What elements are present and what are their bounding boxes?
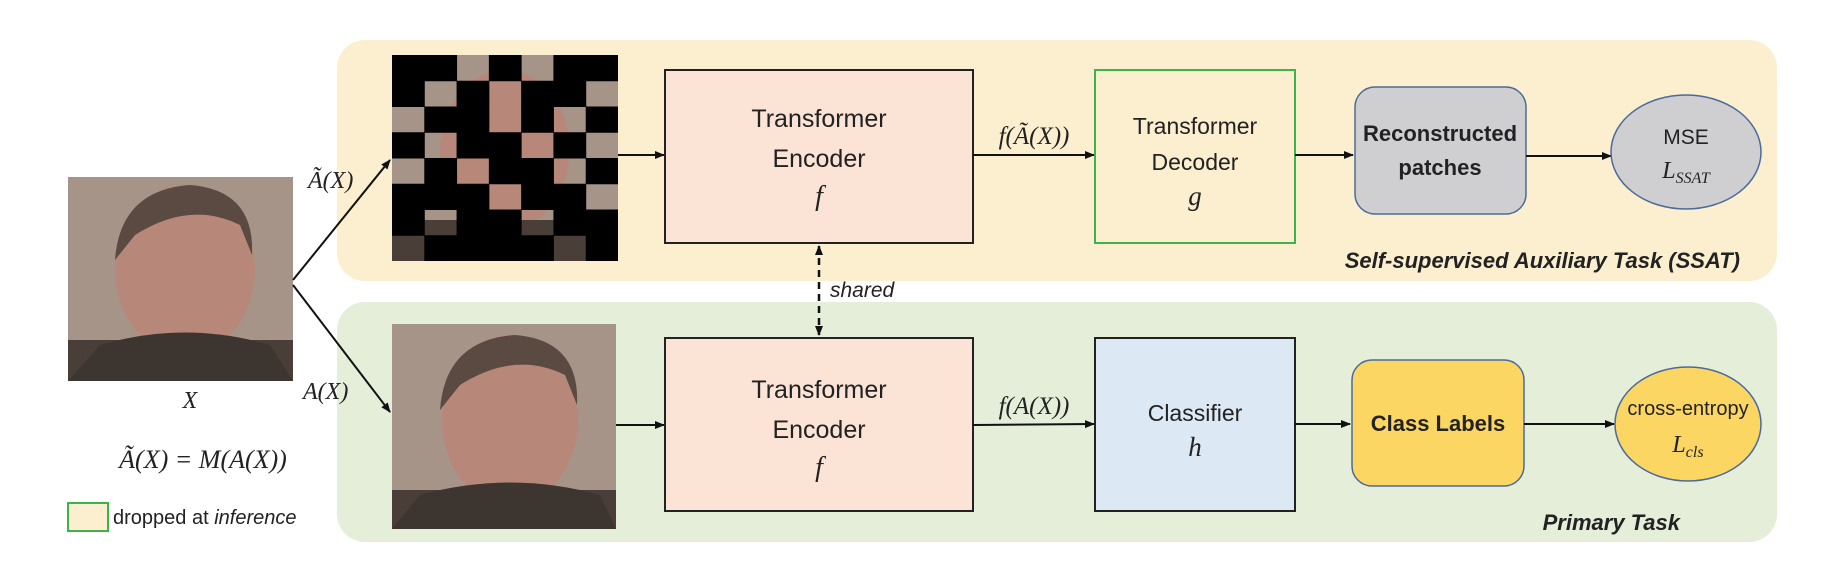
mask-patch (424, 183, 458, 210)
patches-line1: Reconstructed (1363, 121, 1517, 146)
mask-patch (521, 80, 554, 107)
mask-patch (585, 235, 618, 261)
mse-loss (1610, 94, 1762, 210)
arrow-encoder-to-classifier (972, 420, 1095, 429)
mask-patch (488, 55, 522, 82)
legend-swatch (67, 502, 109, 532)
ssat-encoder-symbol: f (815, 181, 826, 212)
mask-patch (585, 209, 618, 236)
primary-encoder (664, 337, 974, 512)
equation: Ã(X) = M(A(X)) (117, 445, 287, 474)
mse-name: MSE (1663, 126, 1709, 149)
primary-encoder-output: f(A(X)) (999, 393, 1070, 420)
masked-aug-label: Ã(X) (306, 167, 353, 194)
mask-patch (456, 183, 490, 210)
mask-patch (456, 209, 490, 236)
decoder-line1: Transformer (1133, 113, 1258, 139)
mask-patch (521, 158, 554, 185)
ce-symbol: Lcls (1671, 432, 1703, 461)
mask-patch (456, 235, 490, 261)
mask-patch (424, 106, 458, 133)
ssat-encoder (664, 69, 974, 244)
mask-patch (585, 158, 618, 185)
mask-patch (456, 106, 490, 133)
input-label: X (182, 388, 199, 414)
class-labels-text: Class Labels (1371, 411, 1506, 436)
ssat-encoder-output: f(Ã(X)) (999, 122, 1070, 150)
cross-entropy-loss (1614, 366, 1762, 482)
mask-patch (392, 183, 425, 210)
mask-patch (553, 80, 587, 107)
decoder-symbol: g (1188, 181, 1202, 211)
primary-encoder-line1: Transformer (751, 376, 886, 404)
classifier (1094, 337, 1296, 512)
mask-patch (585, 55, 618, 82)
classifier-symbol: h (1188, 432, 1202, 462)
patches-line2: patches (1398, 155, 1481, 180)
mask-patch (488, 209, 522, 236)
mask-patch (553, 132, 587, 159)
plain-aug-label: A(X) (301, 379, 348, 405)
ssat-encoder-line1: Transformer (751, 105, 886, 133)
mask-patch (488, 132, 522, 159)
classifier-line1: Classifier (1148, 400, 1243, 426)
reconstructed-patches (1354, 86, 1527, 215)
mask-patch (521, 235, 554, 261)
ssat-encoder-line2: Encoder (772, 145, 865, 173)
ssat-title: Self-supervised Auxiliary Task (SSAT) (1345, 248, 1740, 273)
mask-patch (553, 183, 587, 210)
mask-patch (456, 80, 490, 107)
mask-patch (424, 235, 458, 261)
primary-title: Primary Task (1543, 510, 1682, 535)
primary-encoder-line2: Encoder (772, 416, 865, 444)
legend-text: dropped at inference (113, 507, 296, 529)
shared-label: shared (830, 279, 896, 302)
mask-patch (553, 209, 587, 236)
mask-patch (392, 132, 425, 159)
mask-patch (424, 55, 458, 82)
mask-patch (456, 132, 490, 159)
arrow-to-plain (292, 284, 391, 413)
mse-symbol: LSSAT (1661, 158, 1711, 187)
mask-patch (392, 55, 425, 82)
arrow-to-masked (292, 159, 391, 281)
masked-image (392, 55, 618, 261)
mask-patch (392, 209, 425, 236)
transformer-decoder (1094, 69, 1296, 244)
primary-image (392, 324, 616, 529)
mask-patch (424, 158, 458, 185)
decoder-line2: Decoder (1152, 149, 1239, 175)
mask-patch (585, 106, 618, 133)
mask-patch (488, 235, 522, 261)
mask-patch (553, 55, 587, 82)
primary-encoder-symbol: f (815, 452, 826, 483)
ce-name: cross-entropy (1627, 398, 1748, 420)
input-image (68, 177, 293, 381)
mask-patch (392, 80, 425, 107)
mask-patch (521, 183, 554, 210)
mask-patch (521, 106, 554, 133)
mask-patch (488, 158, 522, 185)
